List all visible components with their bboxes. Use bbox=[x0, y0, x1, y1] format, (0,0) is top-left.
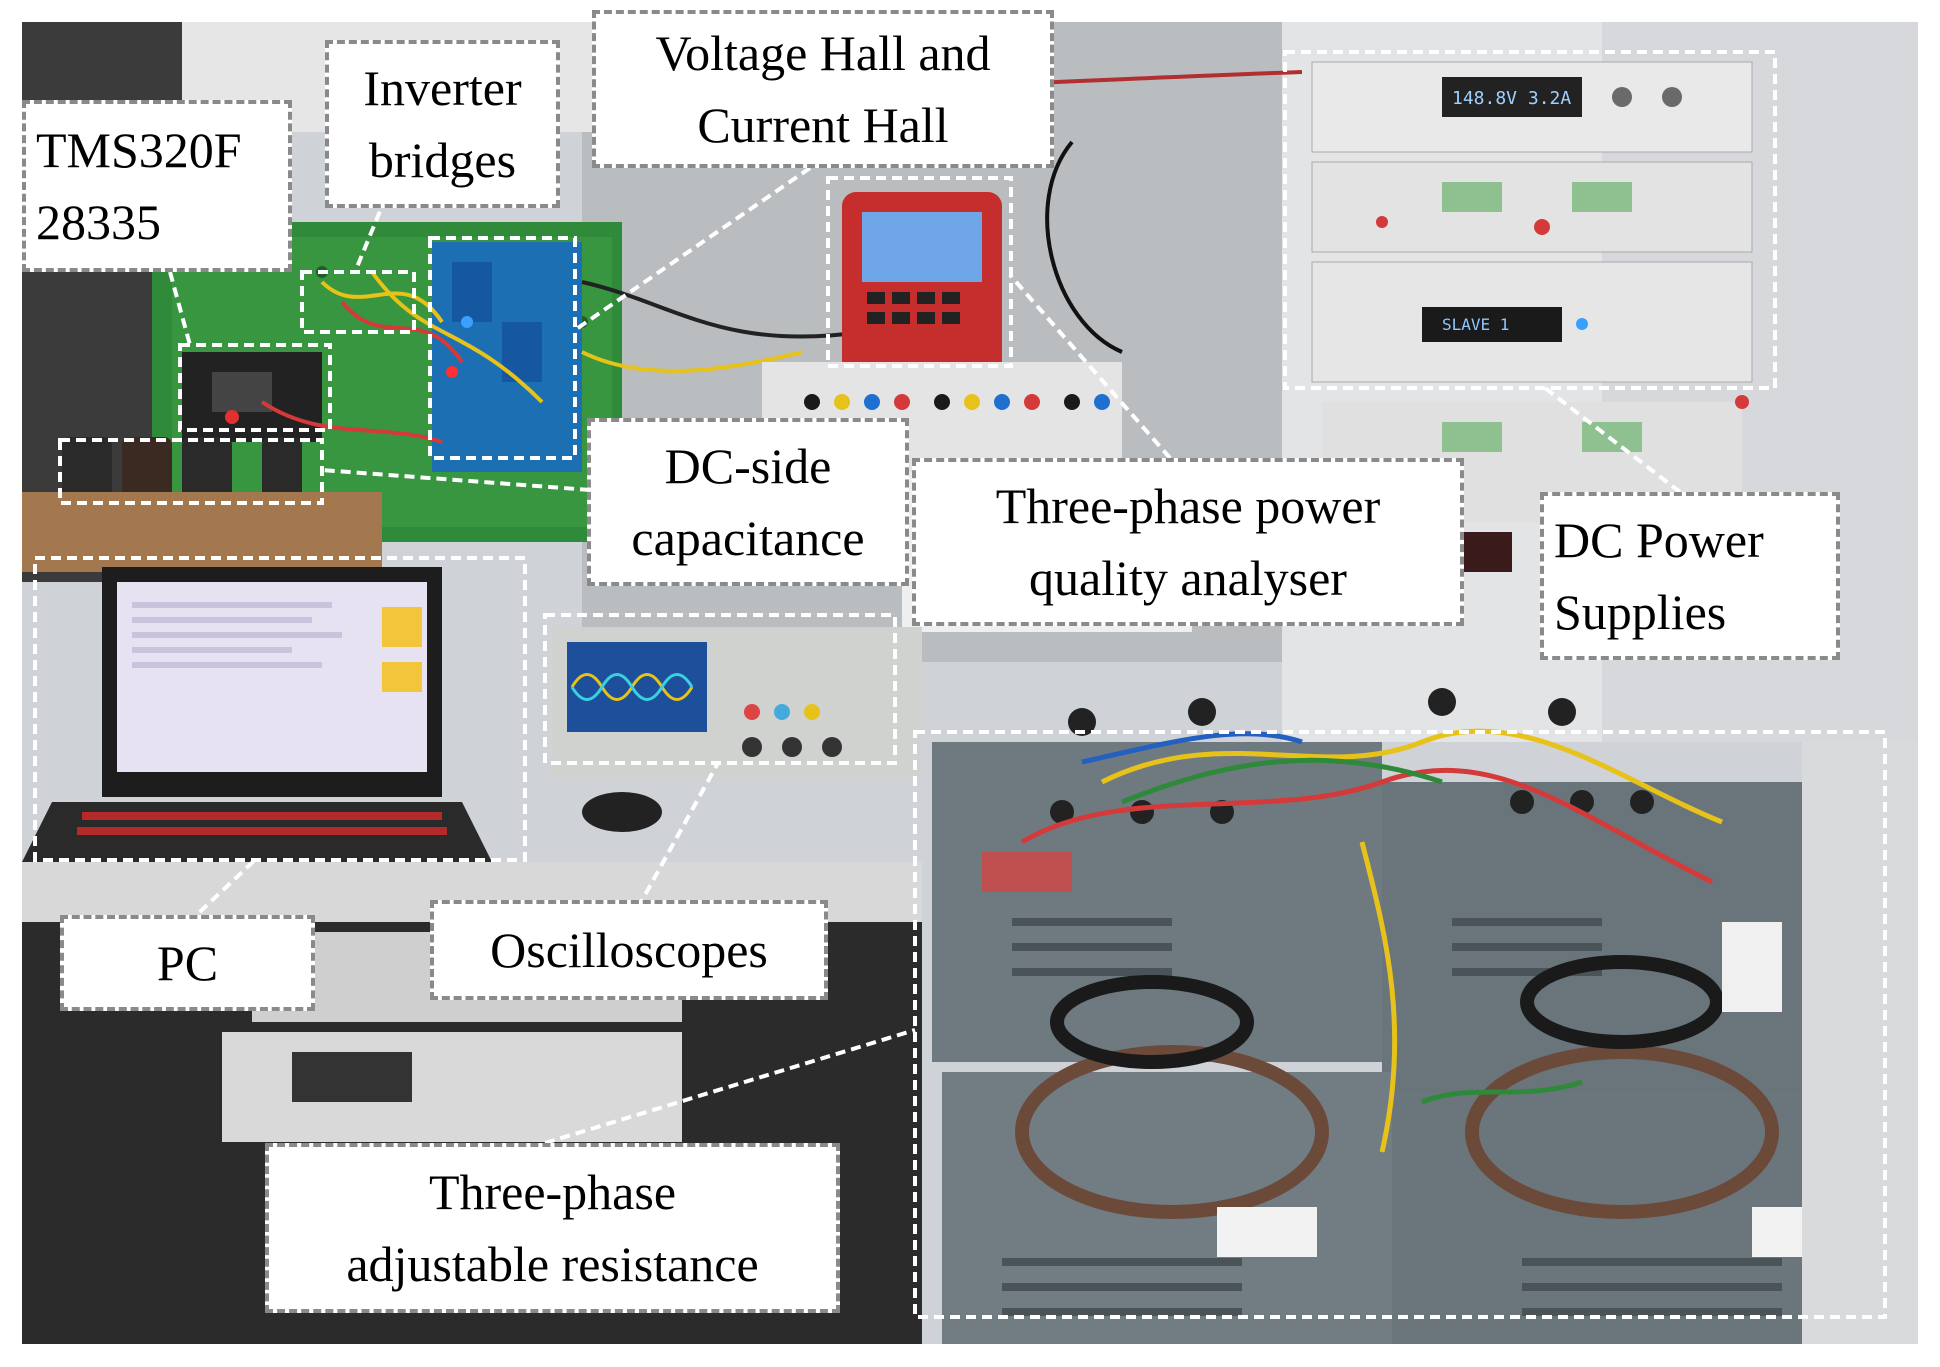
label-line: Three-phase bbox=[428, 1164, 677, 1220]
label-dc-power-supplies: DC Power Supplies bbox=[1540, 492, 1840, 660]
label-pc: PC bbox=[60, 915, 315, 1011]
label-line: 28335 bbox=[36, 194, 161, 250]
psu-display-1: 148.8V 3.2A bbox=[1452, 88, 1571, 109]
label-dc-side-capacitance: DC-side capacitance bbox=[587, 418, 909, 586]
oscilloscope bbox=[552, 627, 922, 777]
resistor-units bbox=[932, 688, 1892, 1344]
label-oscilloscopes: Oscilloscopes bbox=[430, 900, 828, 1000]
label-line: quality analyser bbox=[1029, 550, 1347, 606]
label-line: Voltage Hall and bbox=[655, 25, 991, 81]
label-voltage-current-hall: Voltage Hall and Current Hall bbox=[592, 10, 1054, 168]
psu-display-2: SLAVE 1 bbox=[1442, 315, 1509, 334]
label-line: DC Power bbox=[1554, 512, 1764, 568]
label-line: bridges bbox=[368, 132, 517, 188]
label-line: Inverter bbox=[363, 60, 522, 116]
label-inverter-bridges: Inverter bridges bbox=[325, 40, 560, 208]
label-line: PC bbox=[156, 935, 219, 991]
label-line: Oscilloscopes bbox=[490, 922, 768, 978]
label-line: Current Hall bbox=[697, 97, 949, 153]
label-line: Three-phase power bbox=[995, 478, 1381, 534]
label-line: adjustable resistance bbox=[346, 1236, 759, 1292]
breaker bbox=[1722, 922, 1782, 1012]
label-line: TMS320F bbox=[36, 122, 242, 178]
label-tms320f28335: TMS320F 28335 bbox=[22, 100, 292, 272]
lower-instrument bbox=[222, 1032, 682, 1142]
mouse bbox=[582, 792, 662, 832]
label-line: Supplies bbox=[1554, 584, 1727, 640]
label-line: capacitance bbox=[631, 510, 865, 566]
label-line: DC-side bbox=[664, 438, 832, 494]
label-adjustable-resistance: Three-phase adjustable resistance bbox=[265, 1143, 840, 1313]
label-power-quality-analyser: Three-phase power quality analyser bbox=[912, 458, 1464, 626]
